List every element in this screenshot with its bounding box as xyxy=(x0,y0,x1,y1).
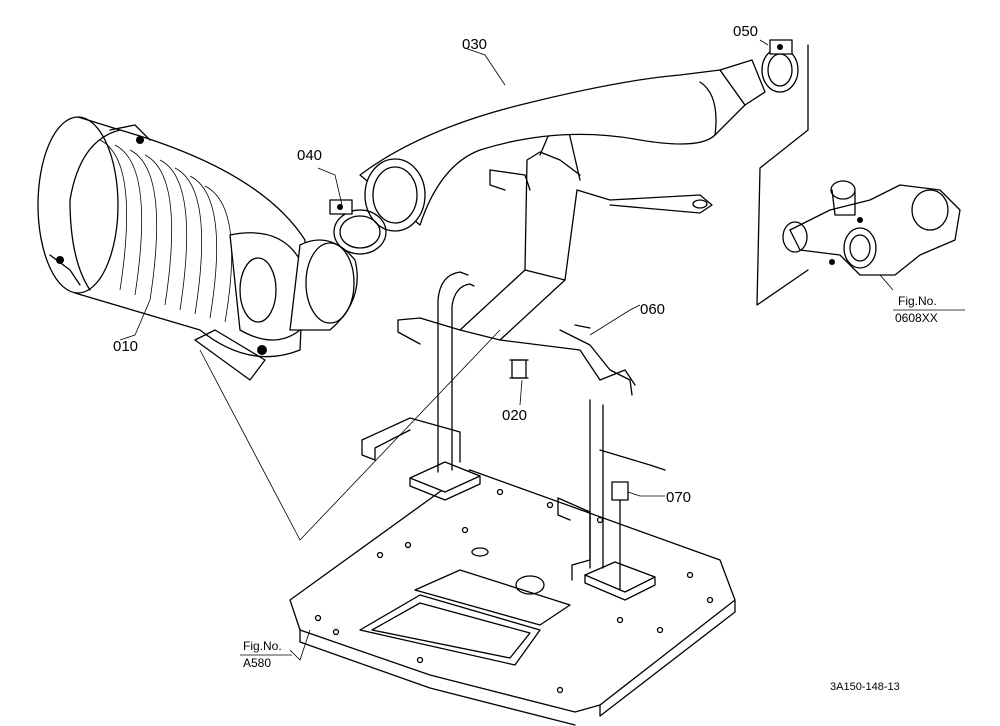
label-part-030: 030 xyxy=(462,36,487,53)
bolt-070 xyxy=(611,481,629,591)
bolt-020 xyxy=(509,359,529,379)
label-part-070: 070 xyxy=(666,489,691,506)
intake-hose xyxy=(359,59,766,232)
hose-clamp-040 xyxy=(329,199,387,255)
hose-clamp-050 xyxy=(761,39,799,93)
ref-turbo-line2: 0608XX xyxy=(895,311,938,325)
turbocharger-inset xyxy=(756,44,961,306)
label-part-020: 020 xyxy=(502,407,527,424)
ref-base-line1: Fig.No. xyxy=(243,639,282,653)
part-labels: 010 020 030 040 050 060 070 xyxy=(113,23,758,506)
label-part-010: 010 xyxy=(113,338,138,355)
reference-labels: Fig.No. 0608XX Fig.No. A580 xyxy=(240,294,965,670)
drawing-code: 3A150-148-13 xyxy=(830,681,900,693)
ref-turbo-line1: Fig.No. xyxy=(898,294,937,308)
base-plate xyxy=(289,469,736,726)
ref-base-line2: A580 xyxy=(243,656,271,670)
label-part-050: 050 xyxy=(733,23,758,40)
leader-lines xyxy=(119,39,894,661)
label-part-060: 060 xyxy=(640,301,665,318)
air-cleaner xyxy=(37,116,358,381)
label-part-040: 040 xyxy=(297,147,322,164)
